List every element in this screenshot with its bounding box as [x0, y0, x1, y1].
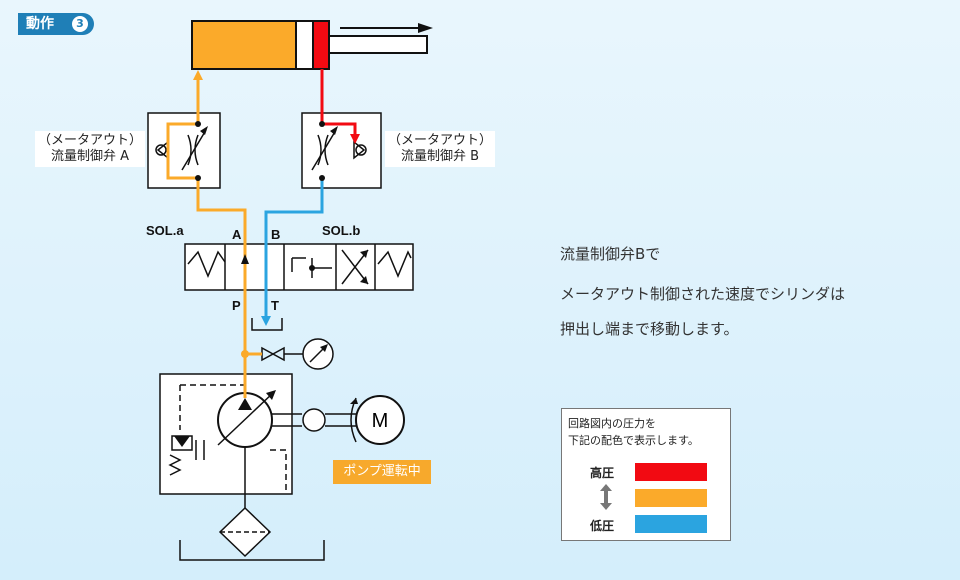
step-number: 3 — [72, 16, 88, 32]
legend-heading: 回路図内の圧力を 下記の配色で表示します。 — [568, 417, 699, 447]
sol-b-label: SOL.b — [322, 223, 361, 238]
description-line-1: 流量制御弁Bで — [560, 245, 661, 263]
high-pressure-line — [320, 69, 357, 138]
mid-flow-arrow — [193, 70, 203, 80]
legend-high-swatch — [635, 463, 707, 481]
legend-high-label: 高圧 — [590, 466, 615, 480]
pump-unit — [159, 373, 302, 495]
suction-filter — [218, 494, 272, 558]
pressure-gauge — [302, 338, 334, 370]
double-arrow-icon — [600, 484, 612, 510]
description-line-2: メータアウト制御された速度でシリンダは — [560, 285, 846, 303]
directional-control-valve — [184, 243, 414, 291]
step-badge: 動作 3 — [18, 13, 94, 35]
legend-mid-swatch — [635, 489, 707, 507]
low-pressure-line — [264, 178, 324, 320]
pressure-legend: 回路図内の圧力を 下記の配色で表示します。 高圧 低圧 — [561, 408, 731, 541]
port-a-label: A — [232, 227, 242, 242]
port-t-label: T — [271, 298, 279, 313]
coupling — [302, 408, 356, 432]
motor-label: M — [372, 410, 389, 432]
sol-a-label: SOL.a — [146, 223, 184, 238]
legend-low-label: 低圧 — [590, 519, 615, 533]
legend-low-swatch — [635, 515, 707, 533]
hydraulic-cylinder — [191, 20, 428, 70]
reservoir-tank — [179, 540, 325, 561]
description-line-3: 押出し端まで移動します。 — [560, 320, 739, 338]
cylinder-motion-arrow — [340, 23, 433, 33]
tank-return — [251, 318, 283, 331]
electric-motor: M — [350, 395, 405, 445]
gauge-cutoff-valve — [261, 346, 303, 362]
step-label: 動作 — [26, 16, 54, 32]
port-b-label: B — [271, 227, 281, 242]
flow-valve-b-label: （メータアウト） 流量制御弁 B — [385, 131, 496, 167]
pump-status-badge: ポンプ運転中 — [333, 460, 431, 484]
flow-valve-a-label: （メータアウト） 流量制御弁 A — [35, 131, 146, 167]
port-p-label: P — [232, 298, 241, 313]
